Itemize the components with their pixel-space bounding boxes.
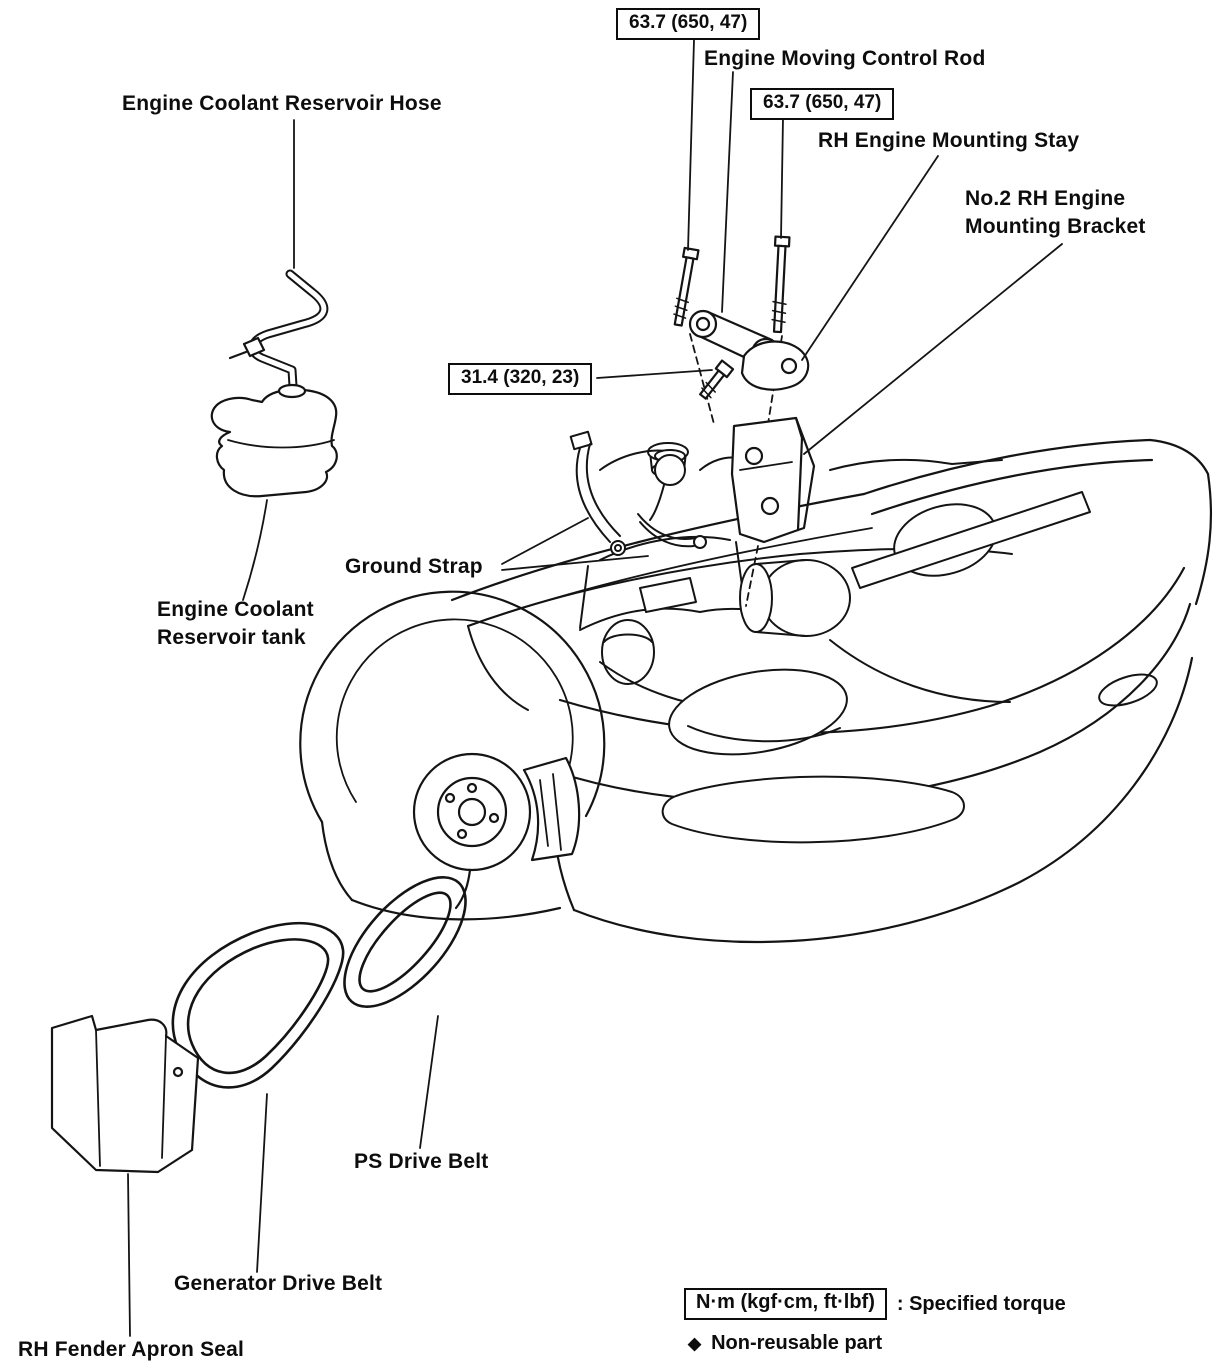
ps-belt-outer bbox=[343, 876, 467, 1008]
leader-torque-box-2 bbox=[780, 117, 784, 239]
torque-box-mounting-bracket: 31.4 (320, 23) bbox=[448, 363, 593, 395]
leader-ps-belt bbox=[419, 1015, 439, 1149]
label-no2-rh-engine-mounting-bracket: No.2 RH Engine Mounting Bracket bbox=[965, 187, 1146, 239]
leader-torque-box-3 bbox=[596, 369, 713, 379]
generator-belt-inner bbox=[186, 938, 330, 1075]
legend-non-reusable-row: ◆ Non-reusable part bbox=[688, 1332, 882, 1355]
legend-torque-unit-box: N·m (kgf·cm, ft·lbf) bbox=[684, 1288, 887, 1320]
leader-control-rod bbox=[721, 71, 734, 313]
leader-mounting-stay bbox=[801, 155, 939, 361]
non-reusable-diamond-icon: ◆ bbox=[688, 1334, 702, 1353]
label-engine-coolant-reservoir-hose: Engine Coolant Reservoir Hose bbox=[122, 92, 442, 115]
leader-mounting-bracket bbox=[803, 243, 1063, 455]
ground-strap bbox=[569, 430, 707, 556]
torque-box-mounting-stay: 63.7 (650, 47) bbox=[750, 88, 895, 120]
leader-apron-seal bbox=[127, 1173, 131, 1337]
torque-box-control-rod: 63.7 (650, 47) bbox=[616, 8, 761, 40]
fender-apron-seal bbox=[50, 1014, 200, 1174]
label-rh-fender-apron-seal: RH Fender Apron Seal bbox=[18, 1338, 245, 1361]
label-ps-drive-belt: PS Drive Belt bbox=[354, 1150, 489, 1173]
leader-lines bbox=[127, 39, 1063, 1337]
leader-ground-strap-b bbox=[501, 555, 649, 571]
label-engine-coolant-reservoir-tank: Engine Coolant Reservoir tank bbox=[157, 598, 314, 650]
bolt-control-rod bbox=[673, 246, 700, 327]
ps-belt-inner bbox=[358, 891, 452, 993]
drive-belts bbox=[171, 876, 467, 1089]
leader-reservoir-tank bbox=[242, 499, 268, 601]
leader-generator-belt bbox=[256, 1093, 268, 1273]
engine-bay bbox=[467, 442, 1158, 844]
coolant-reservoir bbox=[210, 269, 338, 498]
bolt-mounting-stay bbox=[771, 235, 791, 334]
generator-belt-outer bbox=[171, 921, 345, 1089]
bolt-bracket bbox=[699, 359, 735, 400]
leader-ground-strap-a bbox=[501, 517, 589, 565]
label-engine-moving-control-rod: Engine Moving Control Rod bbox=[704, 47, 986, 70]
label-generator-drive-belt: Generator Drive Belt bbox=[174, 1272, 383, 1295]
engine-mounting-parts bbox=[673, 235, 816, 607]
label-ground-strap: Ground Strap bbox=[345, 555, 483, 578]
legend-torque-row: N·m (kgf·cm, ft·lbf) : Specified torque bbox=[684, 1288, 1066, 1320]
legend-torque-meaning: : Specified torque bbox=[896, 1292, 1066, 1315]
legend-non-reusable-text: Non-reusable part bbox=[711, 1332, 883, 1354]
label-rh-engine-mounting-stay: RH Engine Mounting Stay bbox=[818, 129, 1080, 152]
wheel-arch-and-brake bbox=[299, 590, 606, 910]
leader-torque-box-1 bbox=[687, 39, 695, 251]
